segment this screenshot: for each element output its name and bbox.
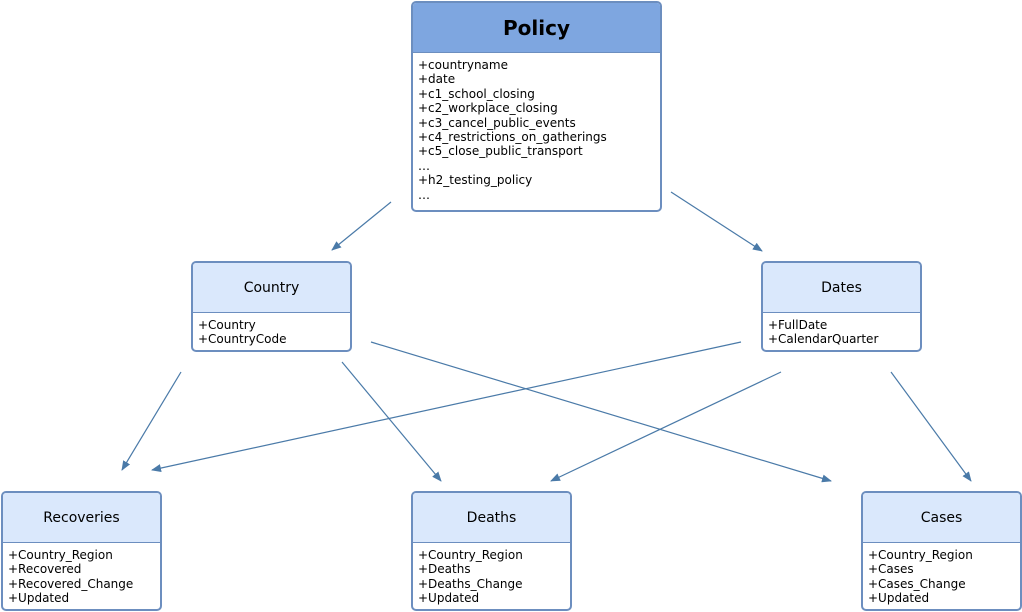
- arrow-dates-to-cases: [890, 371, 972, 482]
- attribute: +Recovered: [8, 562, 82, 577]
- attribute: +CountryCode: [198, 332, 287, 347]
- attribute: +CalendarQuarter: [768, 332, 879, 347]
- arrow-policy-to-country: [331, 201, 392, 251]
- arrow-country-to-deaths: [341, 361, 442, 482]
- cases-class[interactable]: Cases +Country_Region +Cases +Cases_Chan…: [861, 491, 1022, 611]
- attribute: …: [418, 187, 430, 202]
- arrow-dates-to-recoveries: [151, 341, 742, 472]
- cases-class-title: Cases: [863, 493, 1020, 543]
- country-class[interactable]: Country +Country +CountryCode: [191, 261, 352, 352]
- attribute: +Country_Region: [8, 548, 113, 562]
- deaths-attributes: +Country_Region +Deaths +Deaths_Change +…: [413, 543, 570, 606]
- recoveries-class-title: Recoveries: [3, 493, 160, 543]
- attribute: +Cases: [868, 562, 914, 577]
- recoveries-attributes: +Country_Region +Recovered +Recovered_Ch…: [3, 543, 160, 606]
- attribute: …: [418, 158, 430, 173]
- attribute: +c4_restrictions_on_gatherings: [418, 130, 607, 145]
- policy-attributes: +countryname +date +c1_school_closing +c…: [413, 53, 660, 202]
- attribute: +Deaths: [418, 562, 471, 577]
- dates-class[interactable]: Dates +FullDate +CalendarQuarter: [761, 261, 922, 352]
- attribute: +Updated: [8, 591, 70, 606]
- cases-attributes: +Country_Region +Cases +Cases_Change +Up…: [863, 543, 1020, 606]
- policy-class[interactable]: Policy +countryname +date +c1_school_clo…: [411, 1, 662, 212]
- arrow-country-to-cases: [370, 341, 832, 483]
- attribute: +Country: [198, 318, 256, 332]
- country-attributes: +Country +CountryCode: [193, 313, 350, 347]
- attribute: +Country_Region: [868, 548, 973, 562]
- dates-class-title: Dates: [763, 263, 920, 313]
- attribute: +c2_workplace_closing: [418, 101, 558, 116]
- attribute: +c5_close_public_transport: [418, 144, 583, 159]
- attribute: +FullDate: [768, 318, 828, 332]
- attribute: +h2_testing_policy: [418, 173, 533, 188]
- attribute: +Cases_Change: [868, 576, 966, 591]
- arrow-policy-to-dates: [670, 191, 763, 252]
- attribute: +c3_cancel_public_events: [418, 115, 576, 130]
- attribute: +date: [418, 72, 456, 87]
- attribute: +Deaths_Change: [418, 576, 523, 591]
- deaths-class-title: Deaths: [413, 493, 570, 543]
- attribute: +Updated: [418, 591, 480, 606]
- dates-attributes: +FullDate +CalendarQuarter: [763, 313, 920, 347]
- recoveries-class[interactable]: Recoveries +Country_Region +Recovered +R…: [1, 491, 162, 611]
- arrow-dates-to-deaths: [550, 371, 782, 482]
- attribute: +Updated: [868, 591, 930, 606]
- attribute: +c1_school_closing: [418, 86, 535, 101]
- attribute: +Recovered_Change: [8, 576, 134, 591]
- attribute: +countryname: [418, 58, 508, 72]
- policy-class-title: Policy: [413, 3, 660, 53]
- deaths-class[interactable]: Deaths +Country_Region +Deaths +Deaths_C…: [411, 491, 572, 611]
- arrow-country-to-recoveries: [121, 371, 182, 471]
- attribute: +Country_Region: [418, 548, 523, 562]
- country-class-title: Country: [193, 263, 350, 313]
